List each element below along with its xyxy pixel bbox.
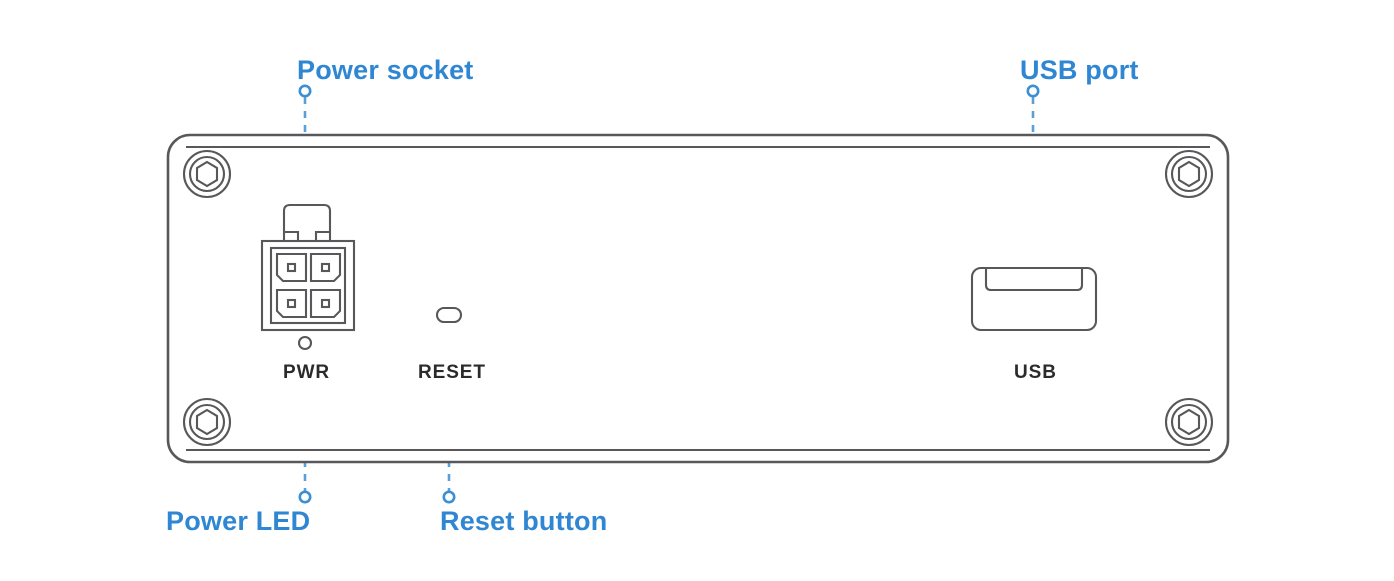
power-connector[interactable] — [260, 203, 356, 332]
pin-socket-top-left — [275, 252, 308, 283]
pwr-led — [297, 335, 313, 351]
pin-contact-top-left — [286, 262, 297, 273]
leader-marker-power-socket — [298, 84, 312, 98]
callout-label-reset-button: Reset button — [440, 506, 608, 536]
usb-connector-tongue — [984, 266, 1084, 292]
usb-connector[interactable] — [970, 266, 1098, 332]
power-connector-housing-inner — [269, 246, 347, 325]
pin-socket-bottom-right — [309, 288, 342, 319]
screw-bottom-left — [182, 397, 232, 447]
panel-label-usb: USB — [1014, 362, 1057, 383]
power-connector-latch-notch — [284, 230, 330, 241]
power-connector-pins — [275, 252, 342, 319]
screw-bottom-right — [1164, 397, 1214, 447]
screw-top-right — [1164, 149, 1214, 199]
leader-marker-power-led — [298, 490, 312, 504]
reset-switch[interactable] — [435, 306, 463, 324]
pin-socket-top-right — [309, 252, 342, 283]
panel-body — [166, 133, 1230, 464]
screw-top-left — [182, 149, 232, 199]
panel-outer-edge — [166, 133, 1230, 464]
pin-contact-bottom-left — [286, 298, 297, 309]
power-connector-latch — [282, 203, 332, 243]
pin-contact-bottom-right — [320, 298, 331, 309]
pin-contact-top-right — [320, 262, 331, 273]
leader-marker-reset-button — [442, 490, 456, 504]
panel-label-pwr: PWR — [283, 362, 331, 383]
callout-label-usb-port: USB port — [1020, 55, 1139, 85]
pin-socket-bottom-left — [275, 288, 308, 319]
callout-label-power-led: Power LED — [166, 506, 311, 536]
panel-label-reset: RESET — [418, 362, 486, 383]
reset-switch-body — [435, 306, 463, 324]
leader-marker-usb-port — [1026, 84, 1040, 98]
panel-screws — [182, 149, 1214, 447]
callout-label-power-socket: Power socket — [297, 55, 474, 85]
